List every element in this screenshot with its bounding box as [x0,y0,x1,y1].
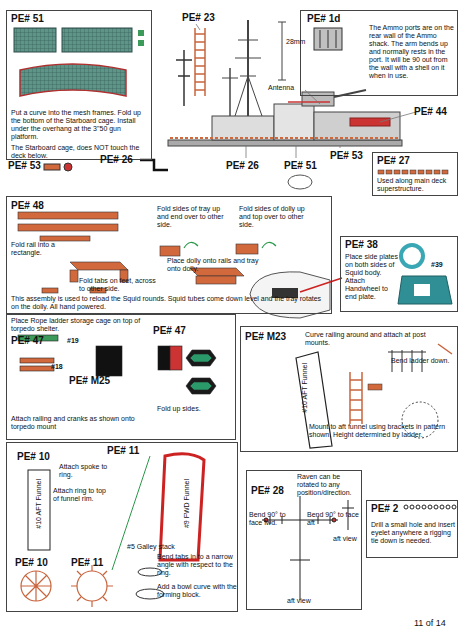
part-number: PE# 26 [100,154,133,166]
instruction-panel: PE# 48 Fold sides of tray up and end over… [6,196,332,314]
ship-superstructure [168,20,402,146]
part-number: PE# 23 [182,12,215,24]
part-number: PE# M25 [69,375,110,387]
railing-strip [378,170,448,174]
instruction-text: Place dolly onto rails and tray onto dol… [167,257,259,273]
instruction-text: #5 Galley stack [127,543,187,551]
instruction-text: Fold rail into a rectangle. [11,241,67,257]
instruction-text: Bend 90° to face aft [307,511,359,527]
part-number: PE# M23 [245,331,286,343]
instruction-text: Curve railing around and attach at post … [305,331,435,347]
dimension: 28mm [286,38,305,46]
part-number: PE# 2 [371,503,398,515]
instruction-text: Fold tabs on feet, across to other side. [79,277,163,293]
part-number: PE# 47 [153,325,186,337]
part-number: PE# 47 [11,335,44,347]
instruction-text: aft view [333,535,361,543]
instruction-text: Bend tabs in to a narrow angle with resp… [157,553,237,577]
part-number: PE# 28 [251,485,284,497]
part-number: PE# 10 [17,451,50,463]
instruction-text: Bend 90° to face fwd. [249,511,295,527]
callout-number: #19 [67,337,79,345]
instruction-text: Place side plates on both sides of Squid… [345,253,401,301]
mesh-frames [14,28,144,96]
part-name: Antenna [268,84,294,92]
part-number: PE# 38 [345,239,378,251]
squid-plates [398,245,452,304]
instruction-text: Place Rope ladder storage cage on top of… [11,317,151,333]
callout-number: #39 [431,261,443,269]
instruction-text: Bend ladder down. [391,357,453,365]
part-number: PE# 53 [330,150,363,162]
instruction-panel: PE# 1d The Ammo ports are on the rear wal… [300,10,458,96]
instruction-text: The Ammo ports are on the rear wall of t… [369,24,455,80]
part-number: PE# 44 [414,106,447,118]
part-name: #10 AFT Funnel [35,479,43,529]
instruction-panel: PE# 10#10 AFT FunnelPE# 11Attach spoke t… [6,442,238,612]
instruction-text: Attach railing and cranks as shown onto … [11,415,141,431]
instruction-panel: PE# 27 Used along main deck superstructur… [372,152,458,196]
instruction-panel: Place Rope ladder storage cage on top of… [6,314,236,440]
torpedo-parts [18,335,216,394]
eyelets [404,505,456,509]
page-number: 11 of 14 [414,618,446,628]
instruction-text: Add a bowl curve with the forming block. [157,583,237,599]
part-number: PE# 48 [11,200,44,212]
instruction-text: Drill a small hole and insert eyelet any… [371,521,457,545]
part-number: PE# 11 [71,557,103,569]
instruction-text: Attach spoke to ring. [59,463,115,479]
part-number: PE# 26 [226,160,259,172]
instruction-text: Used along main deck superstructure. [377,177,455,193]
instruction-panel: PE# M23 Curve railing around and attach a… [240,326,458,452]
part-number: PE# 11 [107,445,139,457]
instruction-panel: PE# 51 Put a curve into the mesh frames. … [6,10,152,160]
instruction-text: Fold sides of tray up and end over to ot… [157,205,227,229]
part-number: PE# 27 [377,155,410,167]
instruction-text: Mount to aft funnel using brackets in pa… [309,423,455,439]
ammo-arm [314,28,342,50]
squid-body [250,272,342,318]
part-name: #9 FWD Funnel [183,479,191,528]
instruction-panel: PE# 38 Place side plates on both sides of… [340,236,458,312]
fold-arrows [184,242,276,248]
part-number: PE# 51 [284,160,317,172]
instruction-text: Fold up sides. [157,405,227,413]
part-number: PE# 53 [8,160,41,172]
instruction-text: aft view [287,597,327,605]
ladder-and-antenna [176,28,205,106]
callout-number: #18 [51,363,63,371]
instruction-text: Fold sides of dolly up and top over to o… [239,205,313,229]
part-number: PE# 51 [11,13,44,25]
instruction-text: Put a curve into the mesh frames. Fold u… [11,109,149,141]
part-number: PE# 1d [307,13,340,25]
reload-parts [18,212,258,293]
instruction-panel: PE# 2 Drill a small hole and insert eyele… [366,500,458,558]
instruction-text: Attach ring to top of funnel rim. [53,487,113,503]
cage-outline [288,175,312,189]
instruction-text: This assembly is used to reload the Squi… [11,295,329,311]
instruction-text: Raven can be rotated to any position/dir… [297,473,361,497]
part-name: #10 AFT Funnel [301,363,309,413]
part-number: PE# 10 [15,557,48,569]
instruction-panel: PE# 28 Raven can be rotated to any positi… [246,470,362,610]
